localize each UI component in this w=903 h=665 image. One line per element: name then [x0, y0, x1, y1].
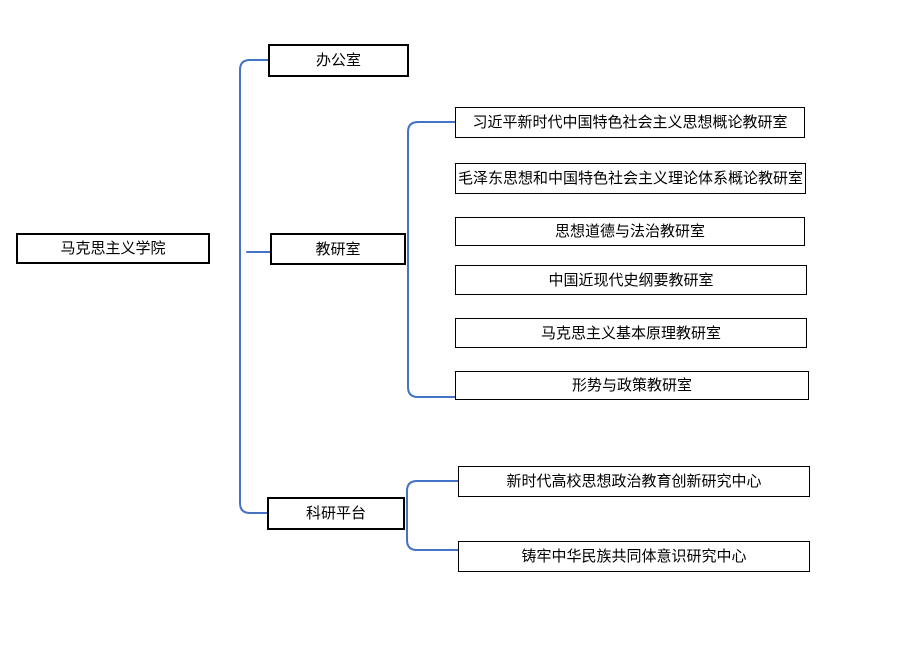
node-situation-policy-office: 形势与政策教研室: [455, 371, 809, 400]
node-innovation-research-center: 新时代高校思想政治教育创新研究中心: [458, 466, 810, 497]
node-label: 毛泽东思想和中国特色社会主义理论体系概论教研室: [457, 170, 803, 187]
node-label: 办公室: [315, 52, 361, 69]
node-label: 科研平台: [305, 505, 366, 522]
node-label: 习近平新时代中国特色社会主义思想概论教研室: [472, 114, 788, 131]
node-ideology-morality-law-office: 思想道德与法治教研室: [455, 217, 805, 246]
node-label: 马克思主义基本原理教研室: [540, 324, 721, 342]
node-label: 新时代高校思想政治教育创新研究中心: [506, 473, 762, 490]
node-modern-chinese-history-office: 中国近现代史纲要教研室: [455, 265, 807, 295]
node-label: 教研室: [315, 240, 361, 258]
node-community-consciousness-center: 铸牢中华民族共同体意识研究中心: [458, 541, 810, 572]
node-label: 马克思主义学院: [60, 240, 166, 257]
node-label: 铸牢中华民族共同体意识研究中心: [521, 548, 747, 565]
connector-trunk: [239, 59, 269, 514]
node-mao-thought-office: 毛泽东思想和中国特色社会主义理论体系概论教研室: [455, 163, 806, 194]
node-office: 办公室: [268, 44, 409, 77]
node-marxism-principles-office: 马克思主义基本原理教研室: [455, 318, 807, 348]
node-label: 形势与政策教研室: [571, 377, 692, 394]
connector-bracket-research: [406, 480, 459, 551]
node-xi-thought-office: 习近平新时代中国特色社会主义思想概论教研室: [455, 107, 805, 138]
node-label: 思想道德与法治教研室: [554, 223, 705, 240]
connector-bracket-teaching: [407, 121, 456, 398]
node-root-school-of-marxism: 马克思主义学院: [16, 233, 210, 264]
node-research-platform: 科研平台: [267, 497, 405, 530]
node-label: 中国近现代史纲要教研室: [548, 271, 714, 289]
node-teaching-research-section: 教研室: [270, 233, 406, 265]
